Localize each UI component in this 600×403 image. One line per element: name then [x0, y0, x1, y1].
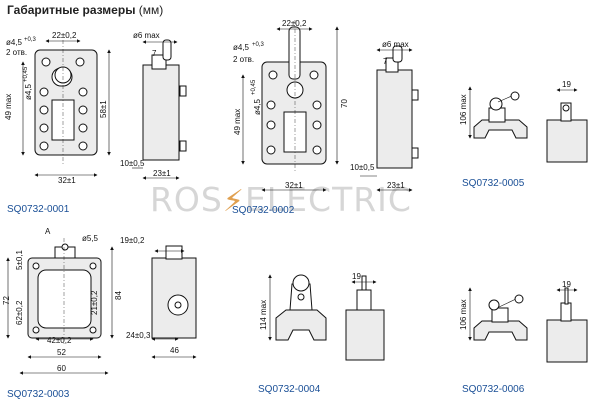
drawing-0001-side — [132, 39, 187, 180]
dim-0002-h49: 49 max — [233, 109, 242, 135]
drawing-0003-front — [6, 238, 114, 375]
watermark: ROS⚡ELECTRIC — [150, 180, 412, 219]
dim-0002-hole-tol: +0,3 — [252, 42, 265, 48]
drawing-0006 — [468, 287, 588, 363]
dim-0002-w23: 23±1 — [387, 181, 405, 190]
drawing-0002-side — [360, 45, 419, 192]
dim-0001-holes: 2 отв. — [6, 48, 27, 57]
dim-0001-w23: 23±1 — [153, 169, 171, 178]
dim-0003-w24: 24±0,3 — [126, 331, 151, 340]
model-code-0004: SQ0732-0004 — [258, 384, 321, 395]
dim-0004-w19: 19 — [352, 272, 361, 281]
title-unit: (мм) — [138, 3, 164, 17]
dim-0003-d55: ø5,5 — [82, 234, 99, 243]
dim-0005-h106: 106 max — [459, 94, 468, 125]
dim-0002-w32: 32±1 — [285, 181, 303, 190]
dim-0003-w52: 52 — [57, 348, 66, 357]
dim-0003-h84: 84 — [114, 291, 123, 300]
dim-0002-h70: 70 — [340, 99, 349, 108]
drawing-0003-side — [151, 245, 197, 359]
dim-0001-h58: 58±1 — [99, 100, 108, 118]
dim-0003-h72: 72 — [2, 296, 11, 305]
dim-0002-holes: 2 отв. — [233, 55, 254, 64]
dim-0003-h5: 5±0,1 — [15, 249, 24, 270]
drawing-0005 — [468, 86, 588, 163]
bolt-icon: ⚡ — [222, 184, 245, 219]
dim-0002-r7: 7 — [383, 57, 388, 66]
dim-0002-roller: ø6 max — [382, 40, 409, 49]
dim-0001-roller: ø6 max — [133, 31, 160, 40]
dim-0002-w22: 22±0,2 — [282, 19, 307, 28]
dim-0003-w60: 60 — [57, 364, 66, 373]
title-text: Габаритные размеры — [7, 3, 136, 17]
dim-0001-hole: ø4,5 — [6, 38, 23, 47]
dim-0001-hole2-tol: +0,45 — [23, 66, 29, 82]
dim-0006-h106: 106 max — [459, 299, 468, 330]
dim-0001-hole-tol: +0,3 — [24, 37, 37, 43]
drawing-0004 — [268, 274, 385, 361]
model-code-0006: SQ0732-0006 — [462, 384, 525, 395]
dim-0003-h62: 62±0,2 — [15, 300, 24, 325]
model-code-0002: SQ0732-0002 — [232, 205, 295, 216]
page-title: Габаритные размеры (мм) — [7, 3, 163, 17]
dim-0005-w19: 19 — [562, 80, 571, 89]
model-code-0001: SQ0732-0001 — [7, 204, 70, 215]
dim-0001-r7: 7 — [152, 49, 157, 58]
dim-0003-a: A — [45, 227, 51, 236]
dim-0004-h114: 114 max — [259, 300, 268, 330]
dim-0002-hole: ø4,5 — [233, 43, 250, 52]
dim-0002-hole2-tol: +0,45 — [251, 79, 257, 95]
drawing-0001-front — [21, 39, 111, 177]
watermark-right: ELECTRIC — [244, 180, 412, 219]
dim-0003-w46: 46 — [170, 346, 179, 355]
dim-0006-w19: 19 — [562, 280, 571, 289]
dim-0003-w42: 42±0,2 — [47, 336, 72, 345]
drawing-0002-front — [241, 20, 339, 192]
dim-0001-w22: 22±0,2 — [52, 31, 77, 40]
dim-0001-h10: 10±0,5 — [120, 159, 145, 168]
dim-0003-h21: 21±0,2 — [90, 290, 99, 315]
model-code-0003: SQ0732-0003 — [7, 389, 70, 400]
dim-0002-h10: 10±0,5 — [350, 163, 375, 172]
watermark-left: ROS — [150, 180, 223, 219]
dim-0001-w32: 32±1 — [58, 176, 76, 185]
dim-0001-h49: 49 max — [4, 94, 13, 120]
dim-0001-hole2: ø4,5 — [24, 83, 33, 100]
dim-0002-hole2: ø4,5 — [253, 98, 262, 115]
model-code-0005: SQ0732-0005 — [462, 178, 525, 189]
dim-0003-w19: 19±0,2 — [120, 236, 145, 245]
